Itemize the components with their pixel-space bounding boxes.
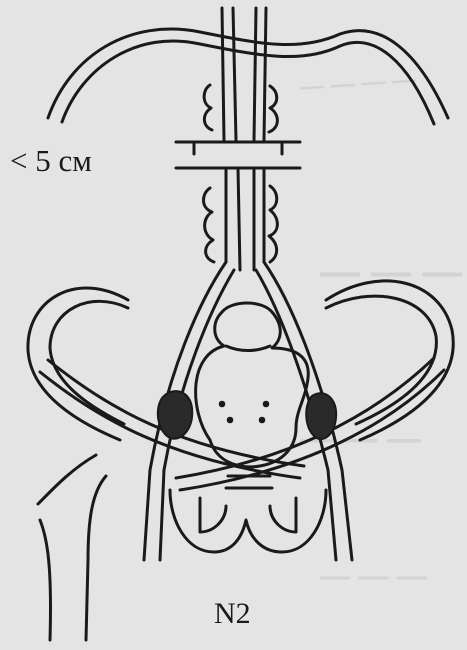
central-vessel-trunk (222, 8, 266, 270)
distance-label: < 5 см (10, 143, 92, 179)
left-femur (38, 455, 106, 640)
lymph-node-chain-left (203, 85, 214, 262)
lymph-node-chain-right (269, 86, 277, 262)
distance-crossbar (176, 142, 300, 168)
pelvic-wing-left (28, 288, 128, 440)
diagonal-ducts (40, 358, 444, 490)
figure-label: N2 (214, 597, 251, 631)
sacrum (196, 303, 309, 467)
enlarged-lymph-nodes (158, 391, 336, 439)
upper-transverse-duct (48, 29, 448, 124)
